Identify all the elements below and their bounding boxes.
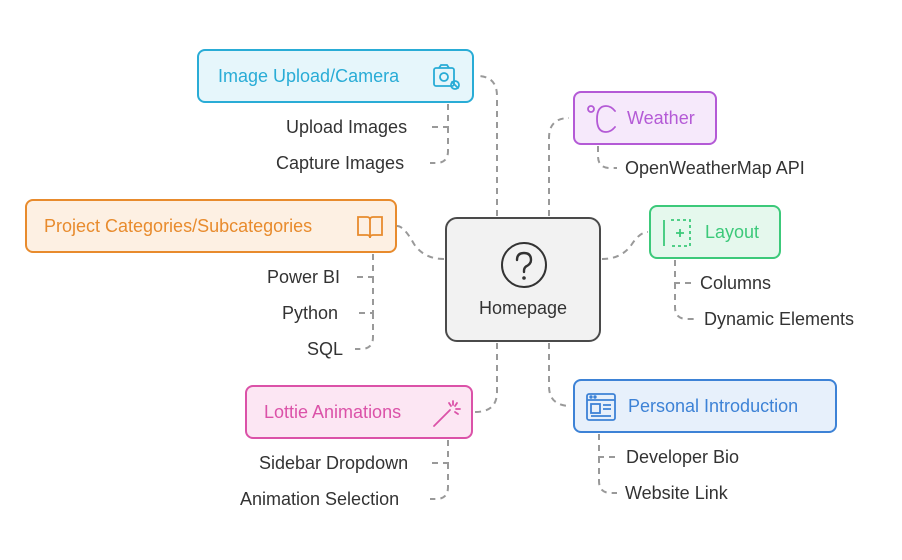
connector-openweathermap bbox=[597, 146, 617, 169]
leaf-animation-selection: Animation Selection bbox=[240, 489, 400, 509]
question-mark-icon bbox=[500, 241, 548, 294]
leaf-openweathermap-api: OpenWeatherMap API bbox=[625, 158, 805, 178]
connector-dynamic-elements bbox=[674, 283, 696, 320]
connector-capture-images bbox=[430, 127, 449, 164]
connector-sql bbox=[355, 313, 374, 350]
image-upload-node: Image Upload/Camera bbox=[197, 49, 474, 103]
project-categories-label: Project Categories/Subcategories bbox=[44, 215, 313, 236]
connector-project bbox=[396, 225, 445, 260]
connector-lottie bbox=[474, 343, 498, 413]
connector-power-bi bbox=[355, 254, 374, 278]
leaf-website-link: Website Link bbox=[625, 483, 728, 503]
magic-wand-icon bbox=[431, 398, 463, 428]
connector-personal bbox=[548, 343, 572, 407]
open-book-icon bbox=[355, 212, 385, 242]
weather-label: Weather bbox=[627, 107, 695, 128]
connector-columns bbox=[674, 260, 692, 284]
connector-python bbox=[355, 277, 374, 314]
layout-node: Layout bbox=[649, 205, 781, 259]
connector-sidebar-dropdown bbox=[430, 440, 449, 464]
connector-weather bbox=[548, 117, 570, 216]
lottie-animations-label: Lottie Animations bbox=[264, 401, 402, 422]
image-upload-label: Image Upload/Camera bbox=[218, 65, 400, 86]
homepage-node: Homepage bbox=[445, 217, 601, 342]
connector-upload-images bbox=[430, 104, 449, 128]
personal-introduction-label: Personal Introduction bbox=[628, 395, 799, 416]
leaf-columns: Columns bbox=[700, 273, 772, 293]
connector-layout bbox=[601, 231, 649, 260]
connector-animation-selection bbox=[430, 463, 449, 500]
connector-image-upload bbox=[476, 75, 498, 216]
leaf-power-bi: Power BI bbox=[267, 267, 341, 287]
camera-upload-icon bbox=[431, 62, 461, 92]
leaf-sql: SQL bbox=[307, 339, 344, 359]
profile-window-icon bbox=[585, 391, 617, 423]
leaf-developer-bio: Developer Bio bbox=[626, 447, 740, 467]
leaf-capture-images: Capture Images bbox=[276, 153, 405, 173]
project-categories-node: Project Categories/Subcategories bbox=[25, 199, 397, 253]
celsius-icon bbox=[585, 103, 619, 135]
connector-website-link bbox=[598, 457, 617, 494]
connector-developer-bio bbox=[598, 434, 617, 458]
layout-columns-icon bbox=[661, 217, 693, 249]
lottie-animations-node: Lottie Animations bbox=[245, 385, 473, 439]
leaf-sidebar-dropdown: Sidebar Dropdown bbox=[259, 453, 409, 473]
personal-introduction-node: Personal Introduction bbox=[573, 379, 837, 433]
weather-node: Weather bbox=[573, 91, 717, 145]
leaf-upload-images: Upload Images bbox=[286, 117, 408, 137]
layout-label: Layout bbox=[705, 221, 760, 242]
leaf-python: Python bbox=[282, 303, 339, 323]
homepage-label: Homepage bbox=[478, 298, 568, 318]
leaf-dynamic-elements: Dynamic Elements bbox=[704, 309, 855, 329]
